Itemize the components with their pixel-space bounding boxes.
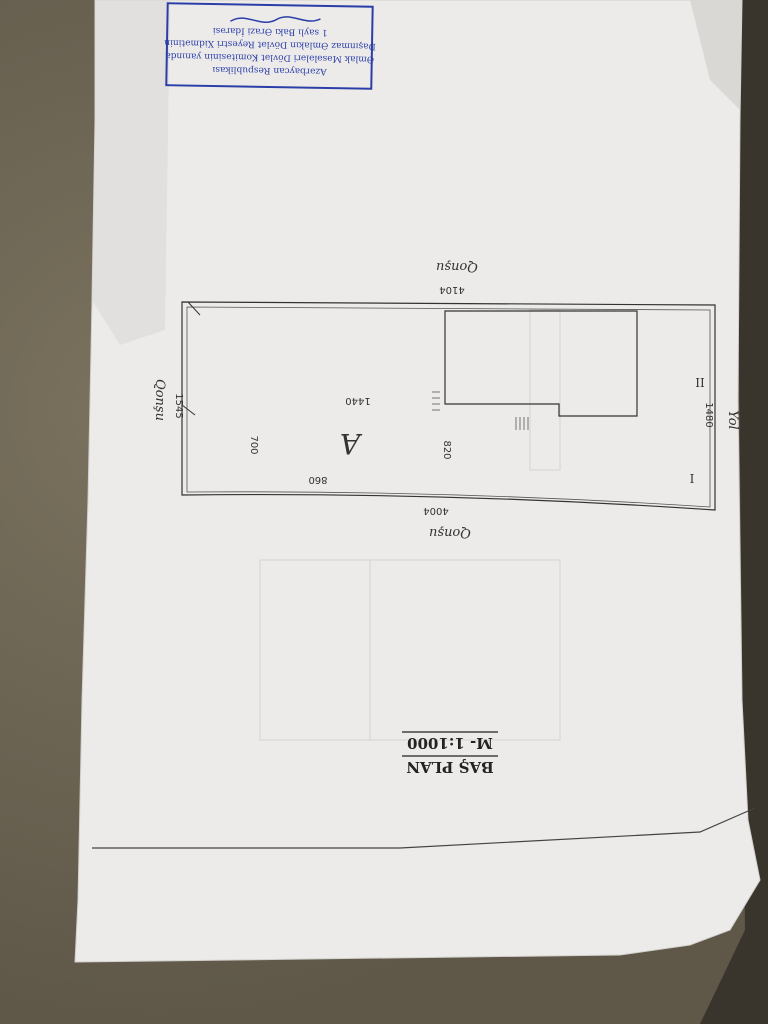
divider-line xyxy=(92,807,756,849)
road-label: Yol xyxy=(725,410,740,429)
paper-shade xyxy=(92,0,170,345)
stamp: Azərbaycan Respublikası Əmlak Məsələləri… xyxy=(164,2,376,90)
dim-building-left: 700 xyxy=(248,435,259,454)
section-I-label: I xyxy=(689,471,694,485)
paper-sheet xyxy=(74,0,761,963)
site-plan xyxy=(181,301,716,511)
dim-building-top: 1440 xyxy=(345,395,370,406)
stamp-line4: 1 saylı Bakı Ərazi İdarəsi xyxy=(213,25,328,39)
building-footprint xyxy=(444,310,638,417)
section-II-marker xyxy=(181,404,196,416)
paper-shade-top xyxy=(690,0,742,110)
signature xyxy=(230,16,321,23)
dim-top: 4104 xyxy=(439,284,464,295)
steps xyxy=(432,391,529,430)
stamp-line3: Daşınmaz Əmlakın Dövlət Reyestri Xidməti… xyxy=(164,37,376,51)
bleed-through xyxy=(259,309,561,741)
dim-building-right: 820 xyxy=(441,440,452,459)
section-II-label: II xyxy=(695,375,705,389)
building-label: A xyxy=(340,427,363,460)
plan-title: BAŞ PLAN xyxy=(406,758,494,776)
stamp-line2: Əmlak Məsələləri Dövlət Komitəsinin yanı… xyxy=(165,50,375,64)
lot-boundary xyxy=(181,301,716,511)
neighbor-top-label: Qonşu xyxy=(436,259,478,274)
lot-boundary-inner xyxy=(186,306,711,508)
binding-shadow xyxy=(700,0,768,1024)
dim-building-bottom: 860 xyxy=(308,474,327,485)
stamp-line1: Azərbaycan Respublikası xyxy=(212,64,328,76)
dim-bottom: 4004 xyxy=(423,505,448,516)
dim-right: 1480 xyxy=(703,402,714,427)
dim-left: 1545 xyxy=(173,393,184,418)
section-I-marker xyxy=(187,301,201,316)
plan-scale: M- 1:1000 xyxy=(407,734,493,752)
neighbor-bottom-label: Qonşu xyxy=(429,525,471,540)
neighbor-left-label: Qonşu xyxy=(152,379,167,421)
